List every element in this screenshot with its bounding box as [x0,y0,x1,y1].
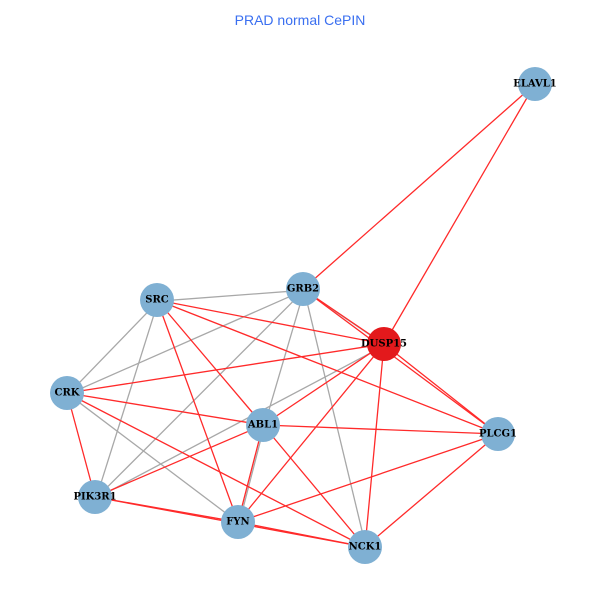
node-circle [518,67,552,101]
node-label: ABL1 [247,420,278,431]
node-circle [50,376,84,410]
edge-fyn-nck1 [237,521,366,548]
node-pik3r1[interactable]: PIK3R1 [73,480,117,514]
edge-grb2-elavl1 [302,83,536,290]
node-label: PLCG1 [479,429,517,440]
edge-nck1-plcg1 [364,433,499,548]
node-circle [481,417,515,451]
edge-src-crk [67,300,159,395]
edge-dusp15-nck1 [364,343,385,548]
node-circle [78,480,112,514]
node-circle [221,505,255,539]
node-circle [286,272,320,306]
edge-crk-dusp15 [66,343,385,394]
figure-title: PRAD normal CePIN [234,12,366,28]
edge-crk-nck1 [66,392,366,548]
edge-src-plcg1 [156,299,499,435]
node-nck1[interactable]: NCK1 [348,530,382,564]
node-label: ELAVL1 [513,79,556,90]
node-fyn[interactable]: FYN [221,505,255,539]
edge-grb2-crk [67,289,305,395]
node-label: NCK1 [349,542,382,553]
edge-src-abl1 [156,299,264,426]
node-elavl1[interactable]: ELAVL1 [513,67,557,101]
node-circle [140,283,174,317]
edge-abl1-nck1 [262,424,366,548]
edge-crk-abl1 [66,392,264,426]
edge-crk-fyn [67,393,240,524]
edge-fyn-dusp15 [237,343,385,523]
node-circle [367,327,401,361]
edge-abl1-pik3r1 [94,424,264,498]
edge-grb2-pik3r1 [95,289,305,499]
node-label: GRB2 [287,284,319,295]
edge-abl1-plcg1 [262,424,499,435]
node-label: SRC [145,295,169,306]
edge-fyn-plcg1 [237,433,499,523]
node-circle [348,530,382,564]
edge-src-fyn [156,299,239,523]
edge-src-grb2 [158,289,305,302]
node-label: DUSP15 [361,339,407,350]
edge-src-pik3r1 [95,301,159,499]
edge-dusp15-elavl1 [383,83,536,345]
edge-dusp15-plcg1 [383,343,499,435]
node-dusp15[interactable]: DUSP15 [361,327,407,361]
edge-grb2-abl1 [263,290,305,427]
edge-src-dusp15 [156,299,385,345]
node-plcg1[interactable]: PLCG1 [479,417,517,451]
node-abl1[interactable]: ABL1 [246,408,280,442]
node-label: CRK [55,388,80,399]
node-label: FYN [226,517,249,528]
node-label: PIK3R1 [73,492,116,503]
edge-grb2-plcg1 [302,288,499,435]
node-src[interactable]: SRC [140,283,174,317]
node-circle [246,408,280,442]
edge-crk-pik3r1 [66,392,96,498]
edge-abl1-dusp15 [262,343,385,426]
node-crk[interactable]: CRK [50,376,84,410]
edge-grb2-nck1 [303,290,367,549]
node-grb2[interactable]: GRB2 [286,272,320,306]
